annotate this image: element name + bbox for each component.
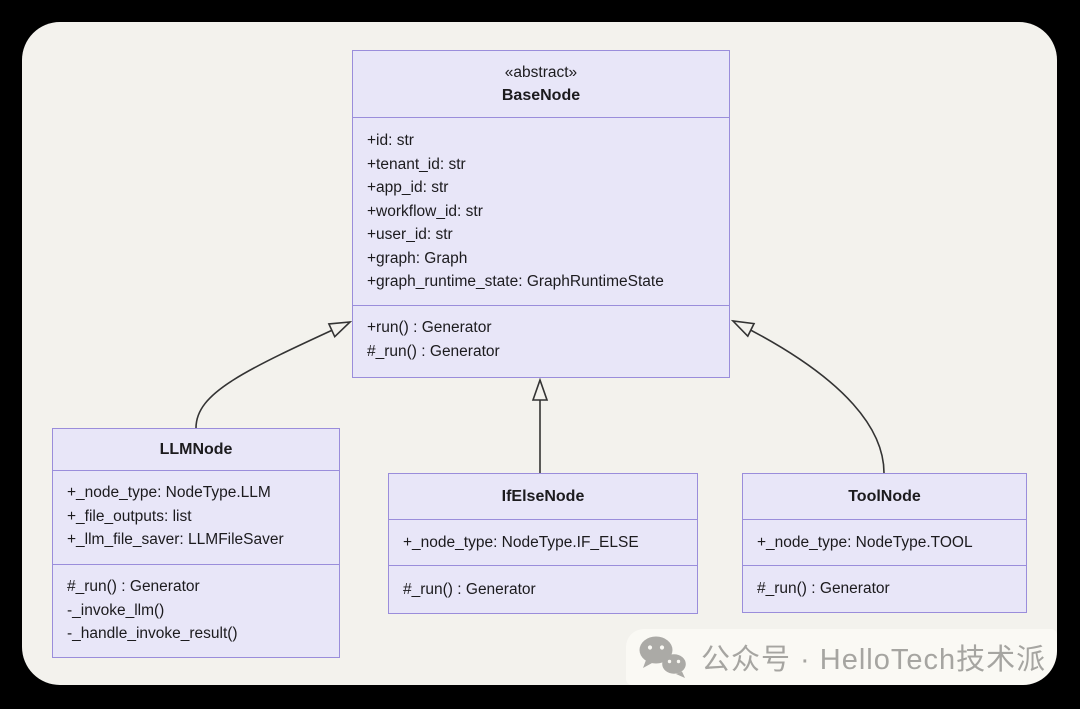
class-header-llmnode: LLMNode [53, 429, 339, 470]
watermark: 公众号 · HelloTech技术派 [626, 629, 1057, 685]
class-attributes-toolnode: +_node_type: NodeType.TOOL [743, 519, 1026, 565]
uml-attribute: +_node_type: NodeType.IF_ELSE [403, 533, 639, 551]
class-attributes-llmnode: +_node_type: NodeType.LLM +_file_outputs… [53, 470, 339, 564]
uml-method: #_run() : Generator [367, 342, 500, 360]
class-box-ifelsenode: IfElseNode +_node_type: NodeType.IF_ELSE… [388, 473, 698, 614]
class-methods-ifelsenode: #_run() : Generator [389, 565, 697, 613]
class-title: ToolNode [848, 488, 921, 505]
uml-attribute: +_node_type: NodeType.TOOL [757, 533, 973, 551]
class-title: BaseNode [501, 87, 581, 104]
class-attributes-ifelsenode: +_node_type: NodeType.IF_ELSE [389, 519, 697, 565]
class-box-basenode: «abstract» BaseNode +id: str +tenant_id:… [352, 50, 730, 378]
class-methods-llmnode: #_run() : Generator -_invoke_llm() -_han… [53, 564, 339, 657]
class-box-llmnode: LLMNode +_node_type: NodeType.LLM +_file… [52, 428, 340, 658]
class-header-ifelsenode: IfElseNode [389, 474, 697, 519]
uml-method: #_run() : Generator [757, 580, 890, 598]
uml-method: #_run() : Generator [67, 578, 200, 595]
uml-method: -_handle_invoke_result() [67, 625, 238, 642]
class-title: LLMNode [159, 441, 233, 458]
uml-method: +run() : Generator [367, 319, 492, 336]
class-box-toolnode: ToolNode +_node_type: NodeType.TOOL #_ru… [742, 473, 1027, 613]
class-attributes-basenode: +id: str +tenant_id: str +app_id: str +w… [353, 117, 729, 305]
uml-attribute: +_node_type: NodeType.LLM [67, 484, 271, 501]
uml-attribute: +graph_runtime_state: GraphRuntimeState [367, 273, 664, 290]
uml-attribute: +user_id: str [367, 226, 453, 243]
wechat-icon [639, 636, 686, 678]
uml-method: -_invoke_llm() [67, 601, 165, 619]
class-methods-basenode: +run() : Generator #_run() : Generator [353, 305, 729, 377]
uml-attribute: +id: str [367, 132, 414, 149]
class-header-basenode: «abstract» BaseNode [353, 51, 729, 117]
uml-attribute: +_llm_file_saver: LLMFileSaver [67, 531, 284, 548]
uml-method: #_run() : Generator [403, 580, 536, 598]
class-title: IfElseNode [501, 488, 585, 505]
class-header-toolnode: ToolNode [743, 474, 1026, 519]
watermark-text: 公众号 · HelloTech技术派 [701, 644, 1047, 676]
class-methods-toolnode: #_run() : Generator [743, 565, 1026, 612]
uml-attribute: +_file_outputs: list [67, 507, 192, 525]
class-annotation: «abstract» [504, 64, 578, 81]
uml-attribute: +app_id: str [367, 179, 449, 196]
uml-attribute: +workflow_id: str [367, 202, 483, 220]
uml-attribute: +tenant_id: str [367, 155, 466, 173]
uml-attribute: +graph: Graph [367, 249, 468, 267]
